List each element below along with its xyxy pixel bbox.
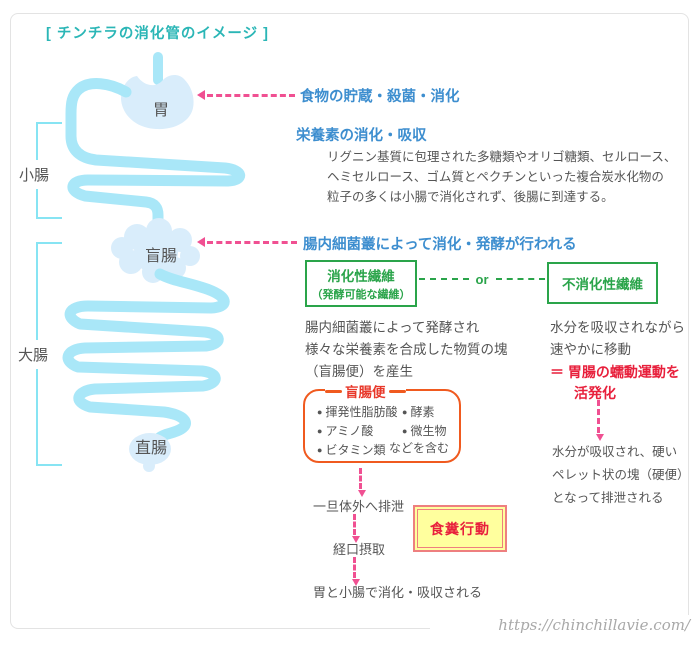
stomach-shape xyxy=(121,75,194,130)
list-item: 揮発性脂肪酸 xyxy=(317,403,397,422)
cecotrope-title-text: 盲腸便 xyxy=(345,385,386,400)
list-item: ビタミン類 xyxy=(317,441,397,460)
small-intestine-detail: リグニン基質に包理された多糖類やオリゴ糖類、セルロース、ヘミセルロース、ゴム質と… xyxy=(327,147,676,207)
flow-step-excrete: 一旦体外へ排泄 xyxy=(313,499,405,514)
arrow-to-cecum xyxy=(197,236,297,248)
list-item: ＝ 胃腸の蠕動運動を xyxy=(550,364,680,380)
list-item: 水分が吸収され、硬い xyxy=(552,445,678,459)
small-intestine-shape xyxy=(65,78,246,232)
indigestible-fiber-detail: 水分を吸収されながら速やかに移動 xyxy=(550,317,685,361)
title-dash-right xyxy=(388,389,406,393)
cecotrope-items-right: 酵素微生物 xyxy=(402,403,446,441)
dashed-line xyxy=(419,278,469,280)
peristalsis-effect-note: ＝ 胃腸の蠕動運動を活発化 xyxy=(550,362,680,404)
coprophagy-label: 食糞行動 xyxy=(430,520,490,537)
digestible-fiber-subtitle: （発酵可能な繊維） xyxy=(311,289,411,301)
arrow-down-ingest xyxy=(351,514,360,543)
list-item: アミノ酸 xyxy=(317,422,397,441)
arrow-down-digest xyxy=(351,557,360,586)
large-intestine-label: 大腸 xyxy=(17,340,50,369)
flow-step-digest: 胃と小腸で消化・吸収される xyxy=(313,585,483,600)
coprophagy-box-inner: 食糞行動 xyxy=(417,509,503,548)
cecum-shape xyxy=(111,218,200,283)
digestible-fiber-detail: 腸内細菌叢によって発酵され様々な栄養素を合成した物質の塊 （盲腸便）を産生 xyxy=(305,317,508,383)
indigestible-fiber-title: 不消化性繊維 xyxy=(562,277,643,292)
cecotrope-footer: などを含む xyxy=(388,441,449,455)
digestible-fiber-box: 消化性繊維 （発酵可能な繊維） xyxy=(305,260,417,307)
coprophagy-box: 食糞行動 xyxy=(413,505,507,552)
stomach-label: 胃 xyxy=(152,102,169,119)
list-item: 速やかに移動 xyxy=(550,342,631,357)
large-intestine-shape xyxy=(62,268,230,446)
list-item: ペレット状の塊（硬便） xyxy=(552,468,690,482)
list-item: 酵素 xyxy=(402,403,446,422)
list-item: リグニン基質に包理された多糖類やオリゴ糖類、セルロース、 xyxy=(327,150,677,164)
list-item: ヘミセルロース、ゴム質とペクチンといった複合炭水化物の xyxy=(327,170,664,184)
small-intestine-heading: 栄養素の消化・吸収 xyxy=(296,128,427,144)
frame-border xyxy=(10,13,689,629)
indigestible-fiber-box: 不消化性繊維 xyxy=(547,262,658,304)
list-item: 微生物 xyxy=(402,422,446,441)
or-connector: or xyxy=(419,271,545,287)
list-item: 腸内細菌叢によって発酵され xyxy=(305,320,480,335)
arrow-down-hard-feces xyxy=(595,400,604,441)
arrow-to-stomach xyxy=(197,89,295,101)
dashed-line xyxy=(207,240,297,244)
list-item: （盲腸便）を産生 xyxy=(305,364,413,379)
cecum-function-note: 腸内細菌叢によって消化・発酵が行われる xyxy=(303,237,577,253)
arrowhead-left-icon xyxy=(197,237,205,247)
dashed-line xyxy=(495,278,545,280)
rectum-label: 直腸 xyxy=(134,440,167,457)
page-title: [ チンチラの消化管のイメージ ] xyxy=(46,26,269,42)
list-item: となって排泄される xyxy=(552,491,664,505)
cecum-label: 盲腸 xyxy=(144,248,177,265)
digestible-fiber-title: 消化性繊維 xyxy=(327,269,395,284)
cecotrope-items-left: 揮発性脂肪酸アミノ酸ビタミン類 xyxy=(317,403,397,460)
cecotrope-box-title: 盲腸便 xyxy=(325,381,406,401)
hard-feces-result: 水分が吸収され、硬いペレット状の塊（硬便） となって排泄される xyxy=(552,441,690,510)
or-label: or xyxy=(475,271,489,287)
list-item: 水分を吸収されながら xyxy=(550,320,685,335)
arrow-down-excrete xyxy=(357,468,366,497)
title-dash-left xyxy=(325,389,342,393)
rectum-shape xyxy=(129,433,171,472)
list-item: 様々な栄養素を合成した物質の塊 xyxy=(305,342,508,357)
stomach-function-note: 食物の貯蔵・殺菌・消化 xyxy=(300,89,460,105)
list-item: 粒子の多くは小腸で消化されず、後腸に到達する。 xyxy=(327,190,614,204)
list-item: 活発化 xyxy=(574,385,616,401)
flow-step-ingest: 経口摂取 xyxy=(333,542,386,557)
cecotrope-box: 盲腸便 揮発性脂肪酸アミノ酸ビタミン類 酵素微生物 などを含む xyxy=(303,381,461,463)
small-intestine-label: 小腸 xyxy=(18,160,51,189)
arrowhead-left-icon xyxy=(197,90,205,100)
dashed-line xyxy=(207,93,295,97)
site-url: https://chinchillavie.com/ xyxy=(430,615,693,635)
